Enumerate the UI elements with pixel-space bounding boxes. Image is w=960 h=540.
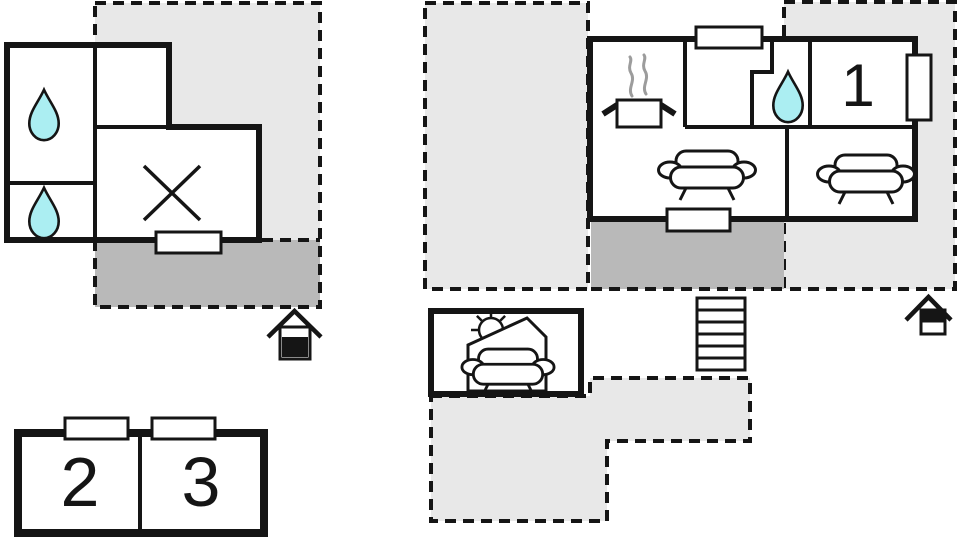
apartment-unit-bottom-left: 2 3 xyxy=(14,416,268,537)
house-roof xyxy=(266,307,323,339)
house-roof xyxy=(904,293,953,322)
staircase xyxy=(695,296,747,372)
terrace-main-left xyxy=(423,1,590,291)
terrace-annex xyxy=(429,376,752,523)
window xyxy=(905,53,933,122)
steam-icon xyxy=(628,55,635,98)
pot-body xyxy=(615,98,663,129)
house-door xyxy=(282,337,308,357)
pot-handle xyxy=(601,102,619,117)
window xyxy=(694,25,764,50)
window xyxy=(63,416,130,441)
terrace-dashed-outline xyxy=(782,0,957,291)
room-1-label: 1 xyxy=(841,52,874,119)
annex-building xyxy=(428,308,584,398)
exterior-wall xyxy=(4,42,262,243)
entrance-marker-left xyxy=(266,307,323,361)
window xyxy=(150,416,217,441)
pot-handle xyxy=(659,102,677,117)
main-house: 1 xyxy=(587,25,933,233)
window xyxy=(154,230,223,255)
room-2-label: 2 xyxy=(61,443,100,521)
bathroom-wall xyxy=(750,39,774,127)
terrace-dashed-outline xyxy=(429,376,752,523)
entrance-marker-right xyxy=(904,293,953,336)
apartment-unit-top-left xyxy=(4,42,262,255)
room-3-label: 3 xyxy=(182,443,221,521)
shower-icon xyxy=(142,164,202,222)
stove-pot-icon xyxy=(601,53,677,129)
terrace-light-area xyxy=(425,3,588,289)
window xyxy=(665,207,732,233)
terrace-light-area xyxy=(431,378,750,521)
steam-icon xyxy=(642,53,649,96)
house-door xyxy=(922,311,944,323)
